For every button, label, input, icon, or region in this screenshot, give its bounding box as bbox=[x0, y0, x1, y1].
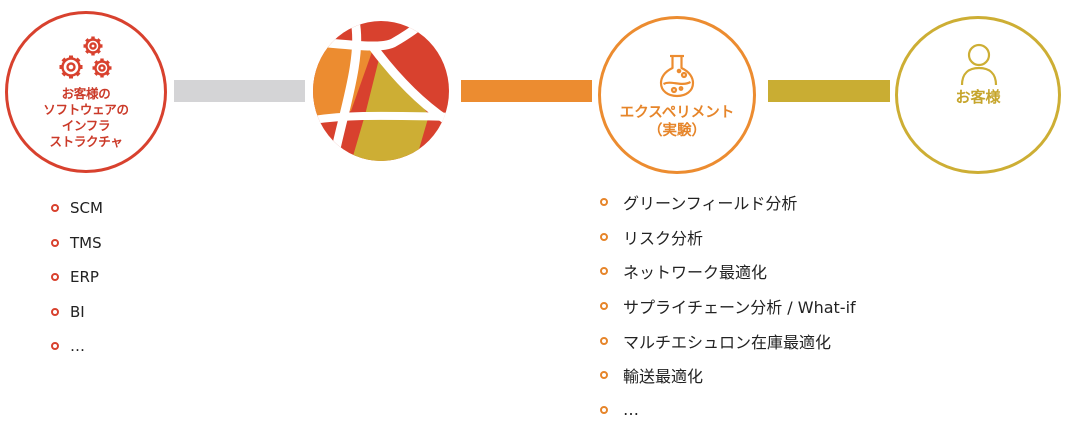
list-item: 輸送最適化 bbox=[600, 358, 856, 393]
flask-icon bbox=[659, 54, 695, 98]
connector-gold bbox=[768, 80, 890, 102]
bullet-icon bbox=[51, 273, 59, 282]
user-icon bbox=[960, 43, 998, 86]
list-item: ネットワーク最適化 bbox=[600, 254, 856, 289]
list-item: SCM bbox=[51, 191, 103, 226]
bullet-icon bbox=[600, 302, 608, 311]
list-item: … bbox=[51, 329, 103, 364]
list-item: ERP bbox=[51, 260, 103, 295]
list-item: リスク分析 bbox=[600, 220, 856, 255]
list-item: … bbox=[600, 393, 856, 427]
software-list: SCM TMS ERP BI … bbox=[51, 191, 103, 364]
bullet-icon bbox=[600, 336, 608, 345]
list-item: サプライチェーン分析 / What-if bbox=[600, 289, 856, 324]
bullet-icon bbox=[51, 204, 59, 213]
list-item: BI bbox=[51, 295, 103, 330]
infrastructure-node: お客様の ソフトウェアの インフラ ストラクチャ bbox=[5, 11, 167, 173]
experiment-label: エクスペリメント （実験） bbox=[619, 105, 735, 139]
experiment-node: エクスペリメント （実験） bbox=[598, 16, 756, 174]
list-item: グリーンフィールド分析 bbox=[600, 185, 856, 220]
bullet-icon bbox=[600, 232, 608, 241]
customer-label: お客様 bbox=[955, 87, 1001, 106]
bullet-icon bbox=[51, 238, 59, 247]
experiment-list: グリーンフィールド分析 リスク分析 ネットワーク最適化 サプライチェーン分析 /… bbox=[600, 185, 856, 427]
gears-icon bbox=[59, 36, 112, 79]
list-item: TMS bbox=[51, 226, 103, 261]
bullet-icon bbox=[600, 198, 608, 207]
bullet-icon bbox=[600, 405, 608, 414]
connector-gray bbox=[174, 80, 305, 102]
infrastructure-label: お客様の ソフトウェアの インフラ ストラクチャ bbox=[43, 86, 129, 149]
bullet-icon bbox=[600, 371, 608, 380]
list-item: マルチエシュロン在庫最適化 bbox=[600, 323, 856, 358]
connector-orange bbox=[461, 80, 592, 102]
bullet-icon bbox=[51, 307, 59, 316]
sphere-logo-icon bbox=[313, 21, 449, 161]
bullet-icon bbox=[51, 342, 59, 351]
customer-node: お客様 bbox=[895, 16, 1061, 174]
bullet-icon bbox=[600, 267, 608, 276]
